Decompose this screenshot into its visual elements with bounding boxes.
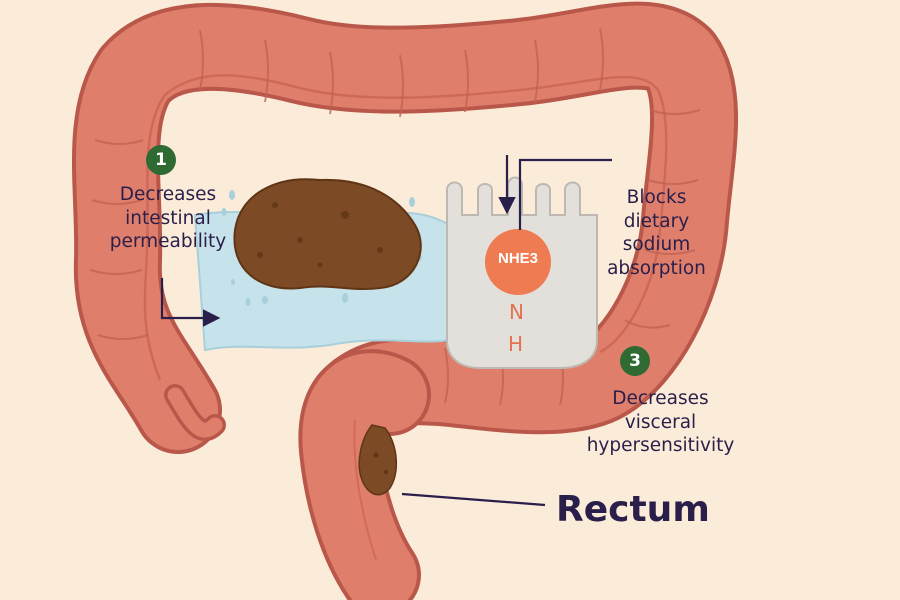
arrow	[160, 155, 612, 507]
label-line: Blocks	[626, 187, 687, 208]
step-1-badge: 1	[146, 145, 176, 175]
colon-illustration	[72, 1, 739, 600]
rectal-stool	[358, 424, 398, 496]
label-line: permeability	[109, 231, 227, 253]
label-line: Decreases	[612, 388, 709, 409]
hypersensitivity-label: Decreases visceral hypersensitivity	[578, 387, 743, 458]
label-line: dietary	[623, 210, 690, 232]
label-line: visceral	[624, 411, 697, 433]
cell-letter-n: N	[509, 300, 524, 324]
label-line: absorption	[607, 258, 706, 280]
epithelial-cell	[446, 176, 598, 369]
nhe3-label: NHE3	[497, 250, 538, 267]
cell-letter-h: H	[508, 332, 524, 356]
label-line: intestinal	[125, 207, 211, 229]
permeability-label: Decreases intestinal permeability	[98, 183, 238, 254]
nhe3-circle	[485, 229, 551, 295]
label-line: hypersensitivity	[586, 435, 735, 457]
step-3-badge: 3	[620, 346, 650, 376]
label-line: Decreases	[119, 184, 217, 205]
label-line: sodium	[622, 234, 691, 256]
sodium-absorption-label: Blocks dietary sodium absorption	[594, 186, 719, 281]
rectum-label: Rectum	[556, 489, 710, 530]
stool-mass	[233, 178, 422, 291]
